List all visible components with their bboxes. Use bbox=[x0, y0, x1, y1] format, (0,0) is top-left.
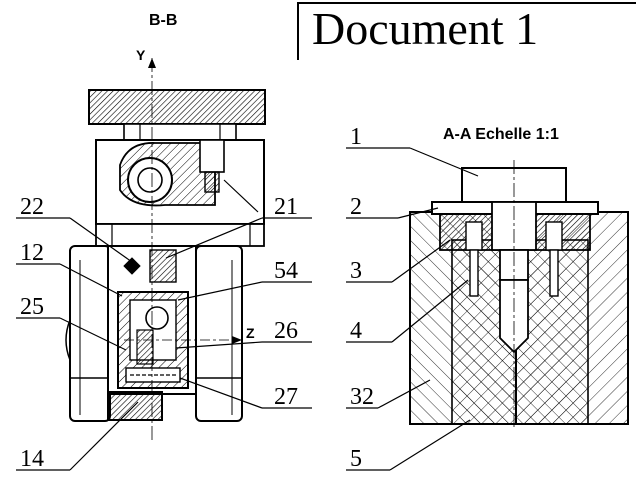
document-title: Document 1 bbox=[312, 3, 538, 54]
section-label-right: A-A Echelle 1:1 bbox=[443, 126, 559, 143]
callout-21: 21 bbox=[274, 194, 298, 220]
callout-2: 2 bbox=[350, 194, 362, 220]
callout-14: 14 bbox=[20, 446, 44, 472]
section-label-left: B-B bbox=[149, 12, 177, 29]
base-block bbox=[107, 391, 163, 421]
callout-1: 1 bbox=[350, 124, 362, 150]
callout-labels-right: 1 2 3 4 32 5 bbox=[350, 124, 374, 472]
title-block: Document 1 bbox=[297, 2, 636, 60]
callout-26: 26 bbox=[274, 318, 298, 344]
left-view-assembly bbox=[65, 58, 266, 440]
callout-4: 4 bbox=[350, 318, 362, 344]
axis-label-y: Y bbox=[136, 47, 146, 63]
callout-22: 22 bbox=[20, 194, 44, 220]
callout-3: 3 bbox=[350, 258, 362, 284]
knurled-knob bbox=[88, 89, 266, 125]
callouts-left bbox=[16, 217, 312, 471]
callout-labels-left: 22 12 25 14 21 54 26 27 bbox=[20, 194, 298, 472]
callout-27: 27 bbox=[274, 384, 298, 410]
callout-54: 54 bbox=[274, 258, 298, 284]
callout-25: 25 bbox=[20, 294, 44, 320]
callouts-right bbox=[346, 147, 479, 471]
callout-12: 12 bbox=[20, 240, 44, 266]
right-view-assembly bbox=[409, 160, 629, 430]
callout-32: 32 bbox=[350, 384, 374, 410]
callout-5: 5 bbox=[350, 446, 362, 472]
axis-label-z: Z bbox=[246, 325, 255, 341]
right-jaw bbox=[195, 245, 243, 422]
